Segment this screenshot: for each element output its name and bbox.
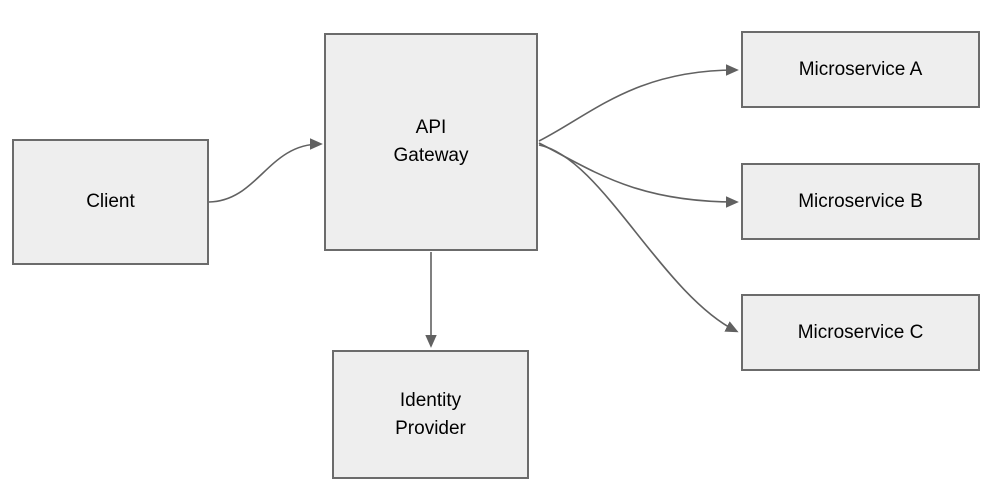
node-microservice-a-label: Microservice A bbox=[798, 58, 923, 80]
node-microservice-a: Microservice A bbox=[741, 31, 980, 108]
node-microservice-c: Microservice C bbox=[741, 294, 980, 371]
edge-gateway-to-microservice-b bbox=[538, 142, 739, 208]
edge-gateway-to-microservice-a bbox=[538, 64, 739, 142]
node-identity-provider: Identity Provider bbox=[332, 350, 529, 479]
node-microservice-b: Microservice B bbox=[741, 163, 980, 240]
node-api-gateway: API Gateway bbox=[324, 33, 538, 251]
edge-client-to-gateway bbox=[208, 138, 323, 203]
edge-gateway-to-microservice-c bbox=[538, 144, 739, 333]
node-microservice-c-label: Microservice C bbox=[797, 321, 924, 343]
node-api-gateway-label: API Gateway bbox=[393, 117, 469, 166]
node-microservice-b-label: Microservice B bbox=[798, 190, 923, 212]
node-client: Client bbox=[12, 139, 209, 265]
node-identity-provider-label: Identity Provider bbox=[395, 389, 466, 439]
node-client-label: Client bbox=[86, 191, 135, 212]
